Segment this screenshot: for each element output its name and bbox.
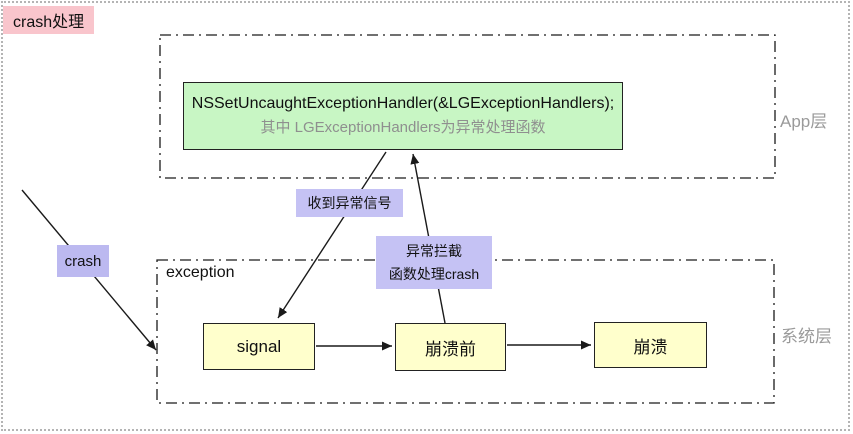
edge-label-intercept-line2: 函数处理crash	[388, 265, 480, 282]
node-pre-crash: 崩溃前	[395, 323, 506, 371]
handler-code-text: NSSetUncaughtExceptionHandler(&LGExcepti…	[191, 95, 615, 112]
app-layer-boundary	[159, 34, 776, 179]
node-crash: 崩溃	[594, 322, 707, 368]
exception-boundary-label: exception	[166, 264, 235, 281]
edge-label-crash: crash	[57, 245, 109, 277]
app-layer-label: App层	[780, 112, 828, 131]
node-signal: signal	[203, 323, 315, 370]
diagram-title: crash处理	[3, 6, 95, 34]
edge-label-received-signal: 收到异常信号	[296, 189, 403, 217]
system-layer-label: 系统层	[781, 327, 832, 346]
handler-note-text: 其中 LGExceptionHandlers为异常处理函数	[260, 119, 546, 136]
edge-label-intercept-line1: 异常拦截	[406, 243, 462, 260]
edge-label-intercept: 异常拦截 函数处理crash	[376, 236, 492, 289]
node-exception-handler: NSSetUncaughtExceptionHandler(&LGExcepti…	[183, 82, 623, 150]
arrow-handler-to-signal	[277, 151, 387, 319]
